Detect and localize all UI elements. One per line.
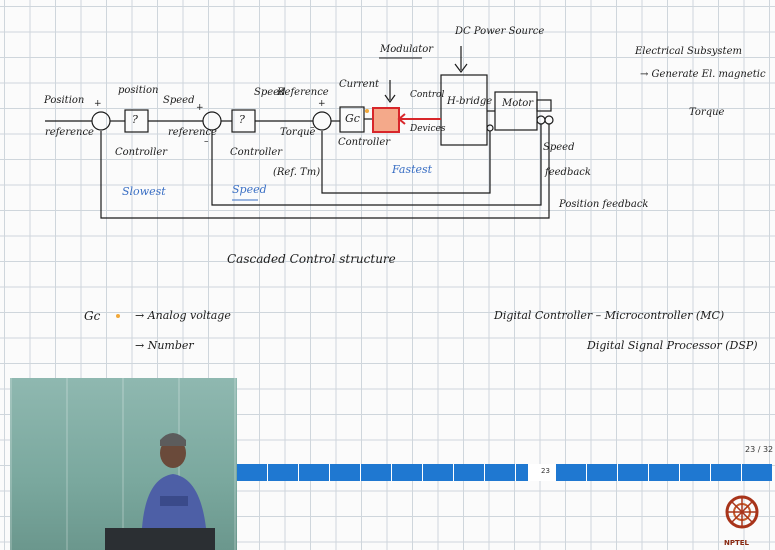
- motor-label: Motor: [502, 99, 533, 109]
- speed-reference-label-2: reference: [168, 128, 217, 138]
- position-controller-label-top: position: [118, 86, 158, 96]
- plus-sign-position: +: [94, 100, 102, 109]
- h-bridge-label: H-bridge: [447, 97, 492, 107]
- dc-power-source-label: DC Power Source: [455, 27, 544, 37]
- page-indicator: 23 / 32: [745, 445, 773, 454]
- speed-reference-label-1: Speed: [163, 96, 195, 106]
- minus-sign-speed: –: [204, 138, 209, 147]
- modulator-label: Modulator: [380, 45, 433, 55]
- summing-junction-current: [313, 112, 331, 130]
- current-controller-label-bottom: Controller: [338, 138, 390, 148]
- lecturer-video: [10, 378, 237, 550]
- speed-feedback-label-1: Speed: [543, 143, 575, 153]
- generate-label: → Generate El. magnetic: [640, 70, 766, 80]
- position-block-symbol: ?: [132, 114, 138, 125]
- cascaded-control-title: Cascaded Control structure: [227, 253, 396, 265]
- electrical-subsystem-label: Electrical Subsystem: [635, 47, 742, 57]
- dsp-label: Digital Signal Processor (DSP): [587, 340, 758, 351]
- plus-sign-current: +: [318, 100, 326, 109]
- digital-controller-label: Digital Controller – Microcontroller (MC…: [494, 310, 724, 321]
- number-label: → Number: [135, 340, 194, 351]
- control-devices-label-2: Devices: [410, 125, 446, 134]
- analog-voltage-label: → Analog voltage: [135, 310, 231, 321]
- position-feedback: [101, 124, 549, 218]
- gc-note-label: Gc: [84, 310, 100, 322]
- plus-sign-speed: +: [196, 104, 204, 113]
- timeline-slide-number: 23: [541, 467, 550, 475]
- speed-sensor: [537, 116, 545, 124]
- fastest-label: Fastest: [392, 164, 432, 175]
- nptel-logo-text: NPTEL: [724, 539, 749, 547]
- speed-loop-label: Speed: [232, 184, 267, 195]
- lecturer-figure: [10, 378, 237, 550]
- position-controller-label-bottom: Controller: [115, 148, 167, 158]
- slowest-label: Slowest: [122, 186, 166, 197]
- current-controller-label-top: Current: [339, 80, 379, 90]
- position-feedback-label: Position feedback: [559, 200, 649, 210]
- speed-controller-label-bottom: Controller: [230, 148, 282, 158]
- modulator-block: [373, 108, 399, 132]
- slide-timeline[interactable]: [237, 464, 772, 481]
- torque-label: Torque: [689, 108, 724, 118]
- position-reference-label-2: reference: [45, 128, 94, 138]
- control-devices-label-1: Control: [410, 91, 444, 100]
- position-reference-label-1: Position: [44, 96, 84, 106]
- minus-sign-current: –: [310, 124, 315, 133]
- h-bridge-block: [441, 75, 487, 145]
- summing-junction-position: [92, 112, 110, 130]
- reference-torque-label-1: Reference: [277, 88, 329, 98]
- reference-torque-label-3: (Ref. Tm): [273, 168, 320, 178]
- gc-block-label: Gc: [345, 113, 360, 124]
- speed-feedback-label-2: feedback: [545, 168, 591, 178]
- speed-block-symbol: ?: [239, 114, 245, 125]
- position-sensor: [545, 116, 553, 124]
